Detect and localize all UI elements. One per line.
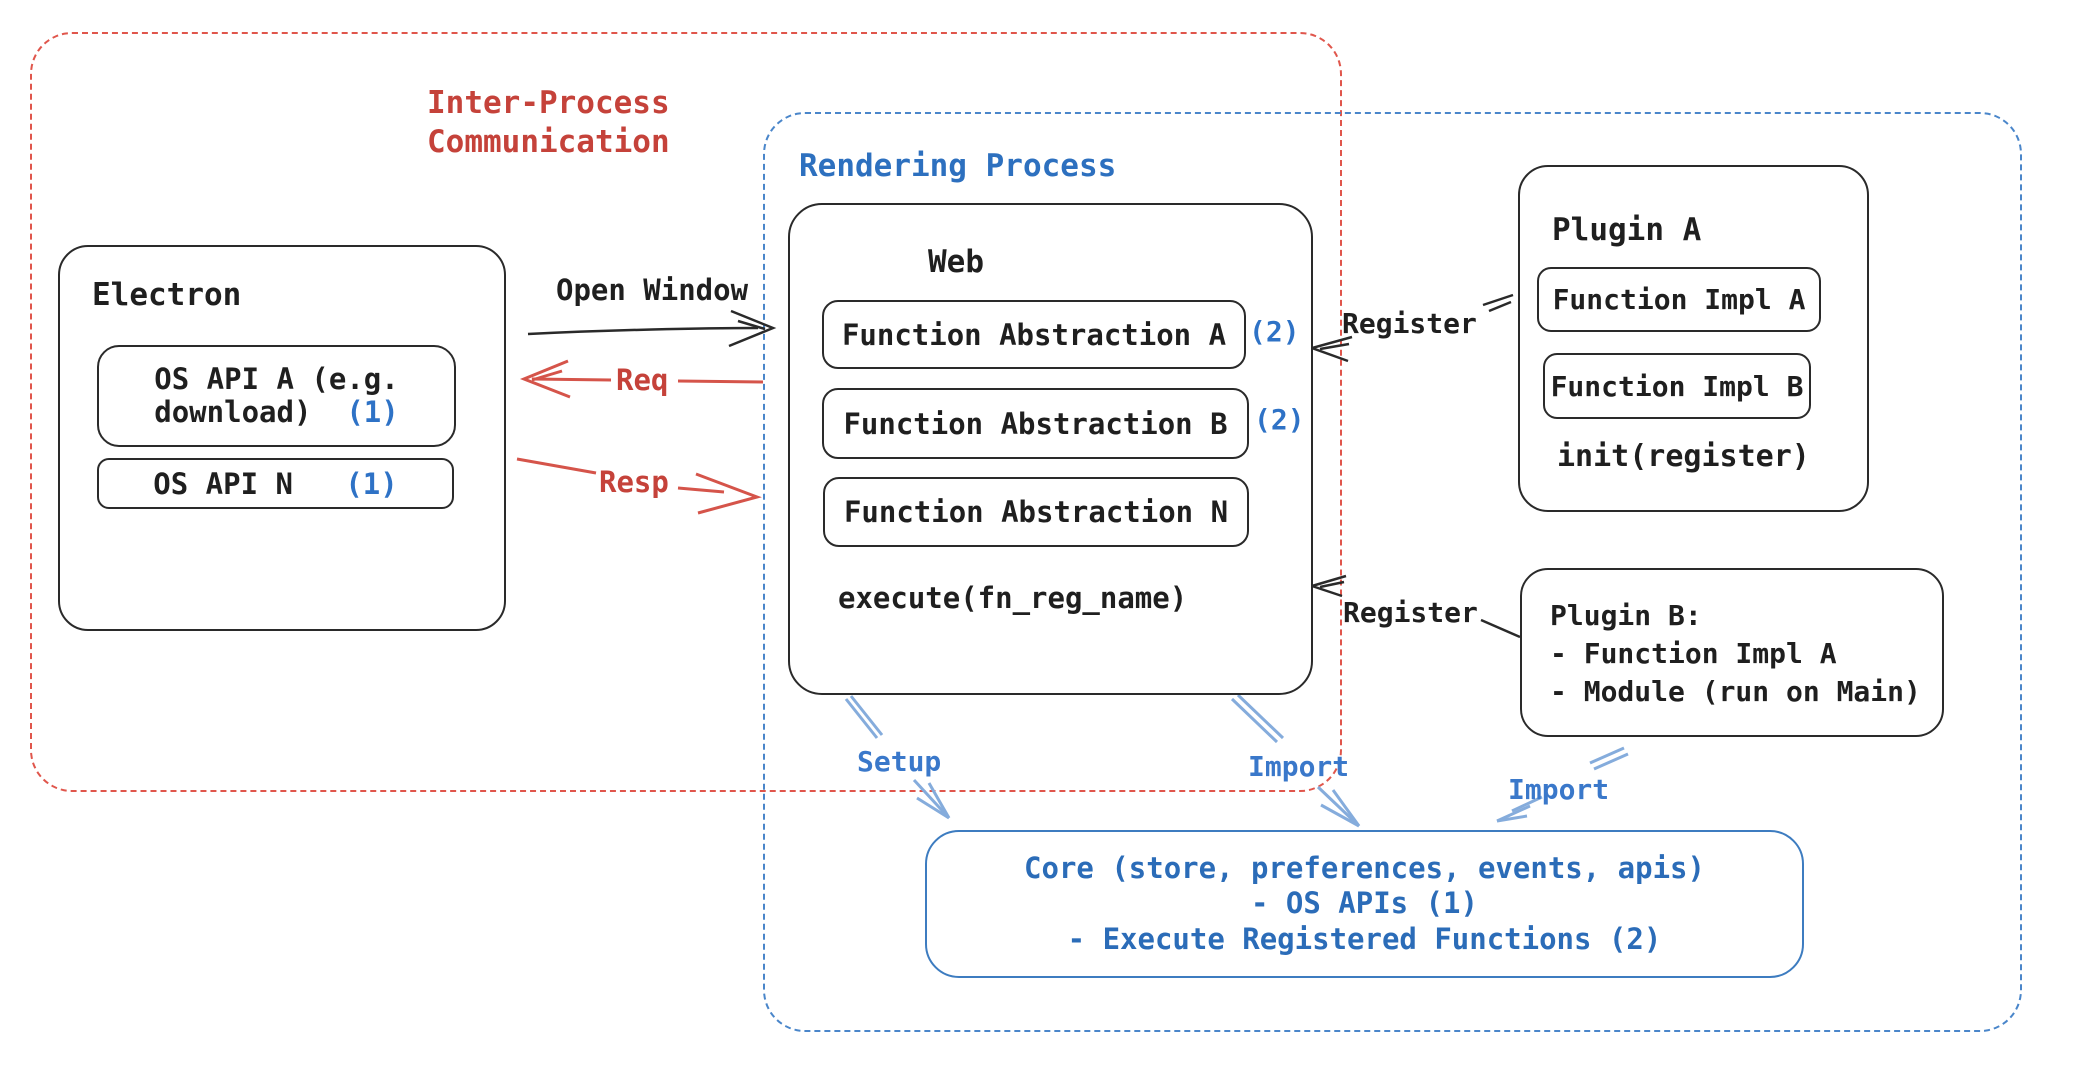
os-api-a-line2: download) (154, 395, 312, 429)
function-abstraction-n-label: Function Abstraction N (843, 495, 1229, 529)
os-api-a-badge: (1) (346, 395, 399, 429)
plugin-b-item-impl-a: - Function Impl A (1550, 637, 1837, 671)
req-label: Req (616, 363, 669, 397)
register-top-label: Register (1342, 307, 1477, 340)
core-text: Core (store, preferences, events, apis)-… (1024, 851, 1705, 957)
function-impl-b-box: Function Impl B (1543, 353, 1811, 419)
electron-title: Electron (92, 277, 242, 313)
function-abstraction-b-label: Function Abstraction B (843, 406, 1228, 441)
resp-label: Resp (599, 465, 669, 499)
open-window-label: Open Window (556, 273, 749, 307)
function-abstraction-a-box: Function Abstraction A (822, 300, 1246, 369)
import-right-label: Import (1508, 773, 1610, 806)
os-api-a-label: OS API A (e.g.download) (1) (154, 361, 399, 430)
register-bottom-label: Register (1343, 596, 1478, 629)
plugin-b-content: Plugin B: - Function Impl A - Module (run … (1550, 597, 1921, 711)
rendering-process-label: Rendering Process (799, 148, 1117, 184)
core-line2: - OS APIs (1) (1251, 886, 1478, 921)
ipc-group-frame (30, 32, 1342, 792)
function-abstraction-b-box: Function Abstraction B (822, 388, 1249, 459)
core-line1: Core (store, preferences, events, apis) (1024, 850, 1705, 885)
function-impl-a-label: Function Impl A (1552, 283, 1806, 316)
os-api-n-label: OS API N (1) (153, 467, 397, 501)
function-abstraction-n-box: Function Abstraction N (823, 477, 1249, 547)
plugin-a-init-method: init(register) (1557, 439, 1810, 474)
plugin-b-title: Plugin B: (1550, 599, 1702, 632)
plugin-a-box (1518, 165, 1869, 512)
import-left-label: Import (1248, 750, 1350, 783)
plugin-b-item-module: - Module (run on Main) (1550, 675, 1921, 709)
plugin-a-title: Plugin A (1552, 212, 1702, 248)
core-line3: - Execute Registered Functions (2) (1067, 921, 1662, 956)
os-api-n-box: OS API N (1) (97, 458, 454, 509)
os-api-a-box: OS API A (e.g.download) (1) (97, 345, 456, 447)
function-abstraction-a-label: Function Abstraction A (841, 317, 1227, 352)
ipc-label-line2: Communication (427, 123, 670, 160)
web-execute-method: execute(fn_reg_name) (838, 581, 1188, 615)
function-impl-a-box: Function Impl A (1537, 267, 1821, 332)
rendering-process-frame (763, 112, 2022, 1032)
os-api-n-text: OS API N (153, 466, 293, 501)
os-api-a-line1: OS API A (e.g. (154, 361, 399, 396)
function-abstraction-a-badge: (2) (1249, 315, 1300, 348)
plugin-b-box (1520, 568, 1944, 737)
web-title: Web (928, 244, 984, 280)
function-abstraction-b-badge: (2) (1254, 403, 1305, 436)
setup-label: Setup (857, 745, 942, 778)
function-impl-b-label: Function Impl B (1550, 369, 1804, 403)
ipc-label-line1: Inter-Process (427, 85, 670, 121)
core-box: Core (store, preferences, events, apis)-… (925, 830, 1804, 978)
os-api-n-badge: (1) (345, 466, 398, 501)
